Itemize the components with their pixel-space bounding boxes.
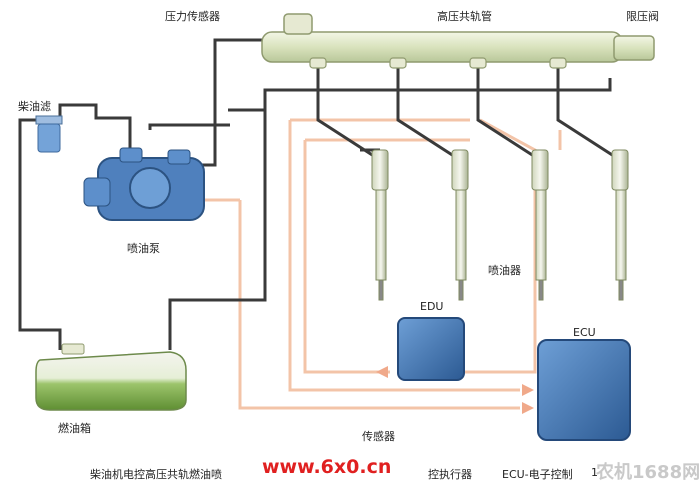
ecu-label: ECU (573, 326, 596, 339)
injector-label: 喷油器 (488, 264, 521, 277)
diesel-filter-label: 柴油滤 (18, 100, 51, 113)
injection-pump (83, 147, 205, 221)
ecu-unit (537, 339, 631, 441)
edu-unit (397, 317, 465, 381)
fuel-tank (35, 343, 187, 411)
injectors (371, 149, 629, 301)
pressure-sensor-label: 压力传感器 (165, 10, 220, 23)
injector-1 (371, 149, 389, 301)
fuel-tank-label: 燃油箱 (58, 422, 91, 435)
site-watermark: www.6x0.cn (262, 456, 392, 478)
pressure-sensor-unit (283, 13, 313, 35)
pressure-limiter-label: 限压阀 (626, 10, 659, 23)
sensor-label: 传感器 (362, 430, 395, 443)
common-rail (261, 13, 655, 69)
caption-left: 柴油机电控高压共轨燃油喷 (90, 468, 222, 481)
edu-label: EDU (420, 300, 444, 313)
control-arrows (376, 366, 534, 414)
injector-2 (451, 149, 469, 301)
caption-right: ECU-电子控制 (502, 468, 573, 481)
fuel-system-diagram (18, 13, 655, 441)
brand-watermark: 农机1688网 (596, 462, 700, 483)
caption-middle: 控执行器 (428, 468, 472, 481)
common-rail-label: 高压共轨管 (437, 10, 492, 23)
diesel-filter (35, 115, 63, 153)
injector-3 (531, 149, 549, 301)
caption-ecu-suffix: 1 (591, 466, 598, 479)
pressure-limiter-valve (613, 35, 655, 61)
injection-pump-label: 喷油泵 (127, 242, 160, 255)
diagram-canvas (18, 13, 655, 441)
injector-4 (611, 149, 629, 301)
